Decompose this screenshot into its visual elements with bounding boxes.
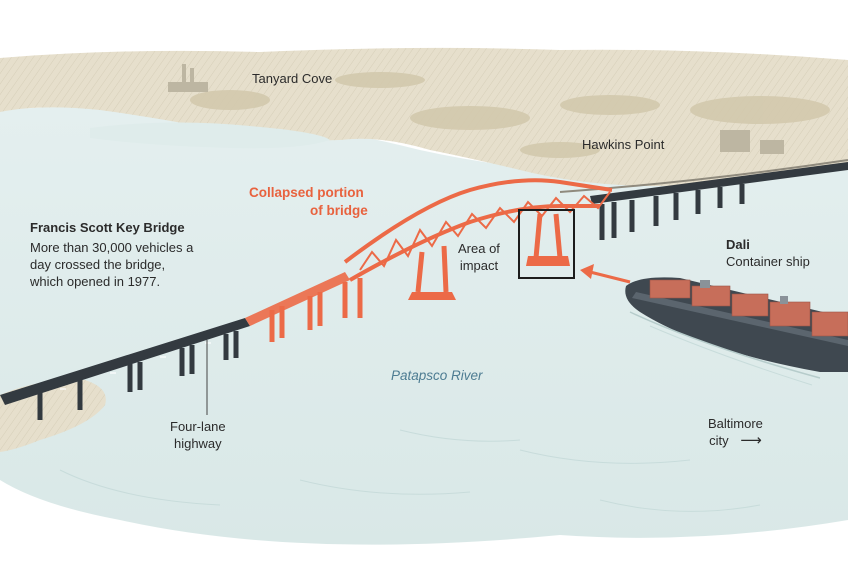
highway-label-line2: highway [173, 436, 222, 451]
impact-box [518, 209, 575, 279]
collapsed-label-line2: of bridge [310, 203, 368, 218]
bridge-desc-line2: day crossed the bridge, [30, 257, 166, 272]
highway-label: Four-lane highway [170, 418, 226, 452]
ship-label: Dali Container ship [726, 236, 810, 270]
ship-type: Container ship [726, 254, 810, 269]
collapsed-portion-label: Collapsed portion of bridge [249, 184, 368, 220]
hawkins-point-label: Hawkins Point [582, 137, 665, 152]
impact-label-line1: Area of [458, 241, 500, 256]
river-label: Patapsco River [391, 368, 483, 383]
tanyard-cove-label: Tanyard Cove [252, 71, 333, 86]
far-shoreline [0, 47, 848, 193]
bridge-collapsed-section [245, 178, 613, 342]
collapsed-label-line1: Collapsed portion [249, 185, 364, 200]
impact-label: Area of impact [458, 240, 500, 274]
bridge-intact-right [590, 162, 848, 240]
bridge-desc-line3: which opened in 1977. [30, 274, 161, 289]
impact-label-line2: impact [459, 258, 499, 273]
city-label: Baltimore city ⟶ [708, 415, 763, 449]
bridge-info-block: Francis Scott Key Bridge More than 30,00… [30, 219, 193, 290]
container-ship [625, 277, 848, 386]
highway-label-line1: Four-lane [170, 419, 226, 434]
city-label-text: city [709, 433, 729, 448]
ship-heading-arrow [580, 264, 631, 284]
bridge-name: Francis Scott Key Bridge [30, 220, 185, 235]
city-label-line2: city ⟶ [708, 432, 763, 449]
bridge-desc-line1: More than 30,000 vehicles a [30, 240, 194, 255]
bridge-intact-left [0, 318, 250, 420]
city-label-line1: Baltimore [708, 416, 763, 431]
ship-name: Dali [726, 237, 750, 252]
arrow-right-icon: ⟶ [740, 432, 762, 449]
